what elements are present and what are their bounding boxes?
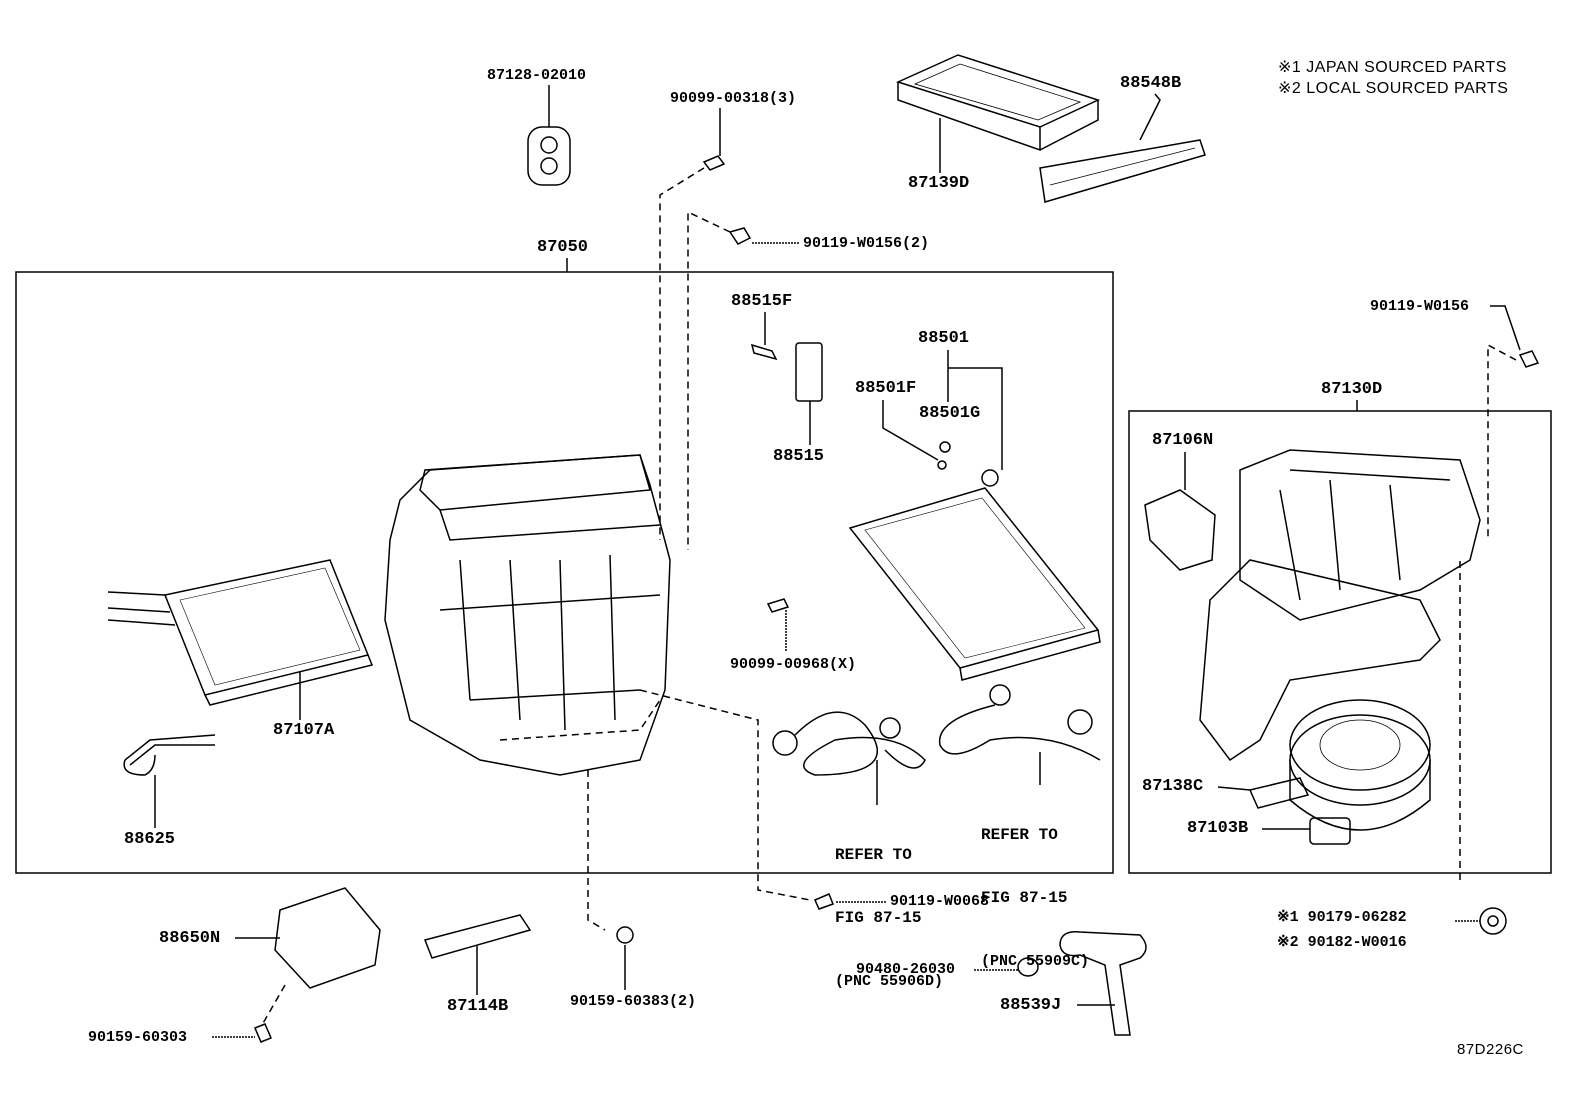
refer-line-3: (PNC 55906D) — [835, 973, 944, 990]
part-label-87114B[interactable]: 87114B — [447, 997, 509, 1016]
part-label-88501[interactable]: 88501 — [918, 329, 970, 348]
part-label-90159-60303[interactable]: 90159-60303 — [88, 1029, 188, 1046]
part-label-87139D[interactable]: 87139D — [908, 174, 970, 193]
refer-line-2: FIG 87-15 — [981, 889, 1068, 907]
part-label-90179-06282[interactable]: ※1 90179-06282 — [1277, 909, 1407, 926]
sensor-wire-55906D — [772, 711, 926, 805]
part-label-87138C[interactable]: 87138C — [1142, 777, 1204, 796]
evaporator-part — [848, 350, 1101, 681]
figure-id: 87D226C — [1457, 1041, 1524, 1058]
expansion-valve-part — [750, 312, 823, 445]
part-label-87050[interactable]: 87050 — [537, 238, 589, 257]
screw-part-90119-W0156 — [1487, 305, 1540, 540]
sensor-wire-55909C — [938, 684, 1101, 785]
part-label-90119-W0156-2[interactable]: 90119-W0156(2) — [803, 235, 930, 252]
screw-part-90119-W0068 — [814, 893, 886, 910]
part-label-87106N[interactable]: 87106N — [1152, 431, 1214, 450]
refer-line-1: REFER TO — [835, 846, 912, 864]
part-label-90099-00318[interactable]: 90099-00318(3) — [670, 90, 797, 107]
part-label-88501G[interactable]: 88501G — [919, 404, 981, 423]
refer-line-3: (PNC 55909C) — [981, 953, 1090, 970]
note-local-sourced: ※2 LOCAL SOURCED PARTS — [1278, 80, 1509, 97]
drain-hose-part — [1059, 931, 1147, 1036]
assembly-box-87050 — [15, 271, 1114, 874]
blower-case-part — [1199, 449, 1481, 880]
part-label-87103B[interactable]: 87103B — [1187, 819, 1249, 838]
air-filter-part — [895, 54, 1101, 173]
refer-note-55909C[interactable]: REFER TO FIG 87-15 (PNC 55909C) — [981, 783, 1089, 993]
part-label-87107A[interactable]: 87107A — [273, 721, 335, 740]
part-label-88650N[interactable]: 88650N — [159, 929, 221, 948]
control-unit-part — [235, 887, 381, 1026]
screw-part-90119-W0156-2 — [687, 210, 800, 550]
heater-core-part — [107, 559, 374, 720]
part-label-88515F[interactable]: 88515F — [731, 292, 793, 311]
note-japan-sourced: ※1 JAPAN SOURCED PARTS — [1278, 59, 1507, 76]
part-label-90480-26030[interactable]: 90480-26030 — [856, 961, 956, 978]
refer-line-2: FIG 87-15 — [835, 909, 922, 927]
screw-part-90159-60383 — [616, 926, 634, 990]
part-label-90182-W0016[interactable]: ※2 90182-W0016 — [1277, 934, 1407, 951]
part-label-88548B[interactable]: 88548B — [1120, 74, 1182, 93]
part-label-90119-W0068[interactable]: 90119-W0068 — [890, 893, 990, 910]
filter-cover-part — [1039, 93, 1206, 203]
screw-part-90099-00968 — [766, 598, 790, 652]
nut-part-90179 — [1455, 907, 1507, 935]
part-label-88515[interactable]: 88515 — [773, 447, 825, 466]
part-label-87128-02010[interactable]: 87128-02010 — [487, 67, 587, 84]
blower-fan-part — [1262, 699, 1431, 845]
part-label-87130D[interactable]: 87130D — [1321, 380, 1383, 399]
servo-motor-part — [1144, 452, 1216, 571]
part-label-90099-00968[interactable]: 90099-00968(X) — [730, 656, 857, 673]
grommet-part — [527, 85, 571, 186]
part-label-88539J[interactable]: 88539J — [1000, 996, 1062, 1015]
assembly-box-87130D — [1128, 410, 1552, 874]
duct-part-87114B — [423, 914, 532, 995]
bolt-part-90099-00318 — [659, 108, 726, 540]
refer-note-55906D[interactable]: REFER TO FIG 87-15 (PNC 55906D) — [835, 803, 943, 1013]
sensor-part-88625 — [123, 734, 216, 828]
clamp-part-90480 — [974, 957, 1039, 977]
hvac-case-part — [384, 454, 811, 931]
part-label-90119-W0156[interactable]: 90119-W0156 — [1370, 298, 1470, 315]
resistor-part — [1217, 777, 1310, 809]
part-label-88625[interactable]: 88625 — [124, 830, 176, 849]
screw-part-90159-60303 — [212, 1023, 272, 1043]
refer-line-1: REFER TO — [981, 826, 1058, 844]
part-label-88501F[interactable]: 88501F — [855, 379, 917, 398]
part-label-90159-60383[interactable]: 90159-60383(2) — [570, 993, 697, 1010]
